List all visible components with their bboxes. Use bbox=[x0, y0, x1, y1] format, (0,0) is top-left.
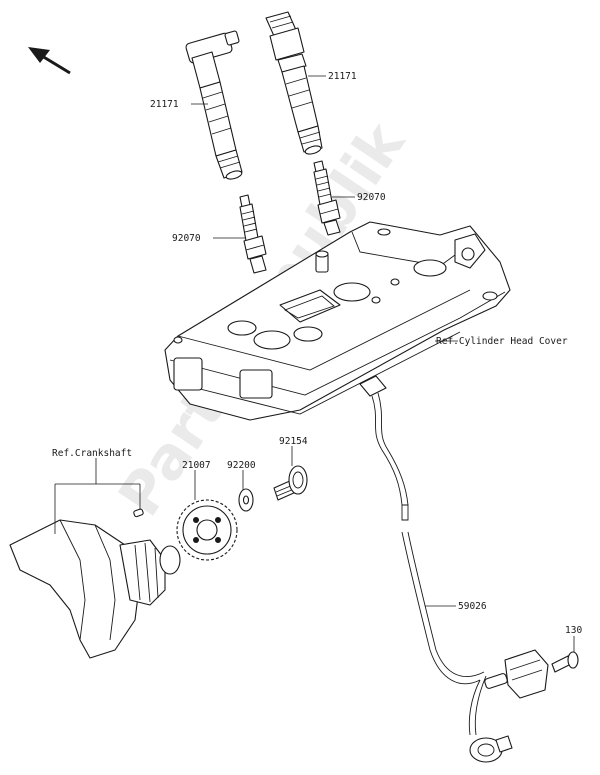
leader-lines bbox=[54, 75, 575, 652]
ignition-coil-left bbox=[185, 30, 243, 180]
label-pickup-coil-lead: 59026 bbox=[458, 601, 487, 612]
sensor-bolt bbox=[551, 651, 579, 673]
arrow-up-left-icon bbox=[28, 47, 71, 75]
cylinder-head-cover bbox=[164, 221, 511, 421]
bolt bbox=[273, 465, 308, 501]
label-ignition-coil-right: 21171 bbox=[328, 71, 357, 82]
label-ignition-coil-left: 21171 bbox=[150, 99, 179, 110]
spark-plug-left bbox=[239, 194, 267, 274]
washer bbox=[238, 488, 254, 512]
label-crankshaft: Ref.Crankshaft bbox=[52, 448, 132, 459]
ignition-coil-right bbox=[265, 11, 323, 155]
pickup-coil-lead bbox=[359, 375, 549, 763]
rotor-gear bbox=[176, 499, 238, 561]
label-bolt: 92154 bbox=[279, 436, 308, 447]
label-spark-plug-right: 92070 bbox=[357, 192, 386, 203]
label-sensor-bolt: 130 bbox=[565, 625, 582, 636]
key-pin bbox=[133, 508, 144, 518]
crankshaft bbox=[9, 519, 181, 659]
label-rotor: 21007 bbox=[182, 460, 211, 471]
label-cylinder-head-cover: Ref.Cylinder Head Cover bbox=[436, 336, 568, 347]
label-spark-plug-left: 92070 bbox=[172, 233, 201, 244]
label-washer: 92200 bbox=[227, 460, 256, 471]
spark-plug-right bbox=[313, 160, 341, 236]
